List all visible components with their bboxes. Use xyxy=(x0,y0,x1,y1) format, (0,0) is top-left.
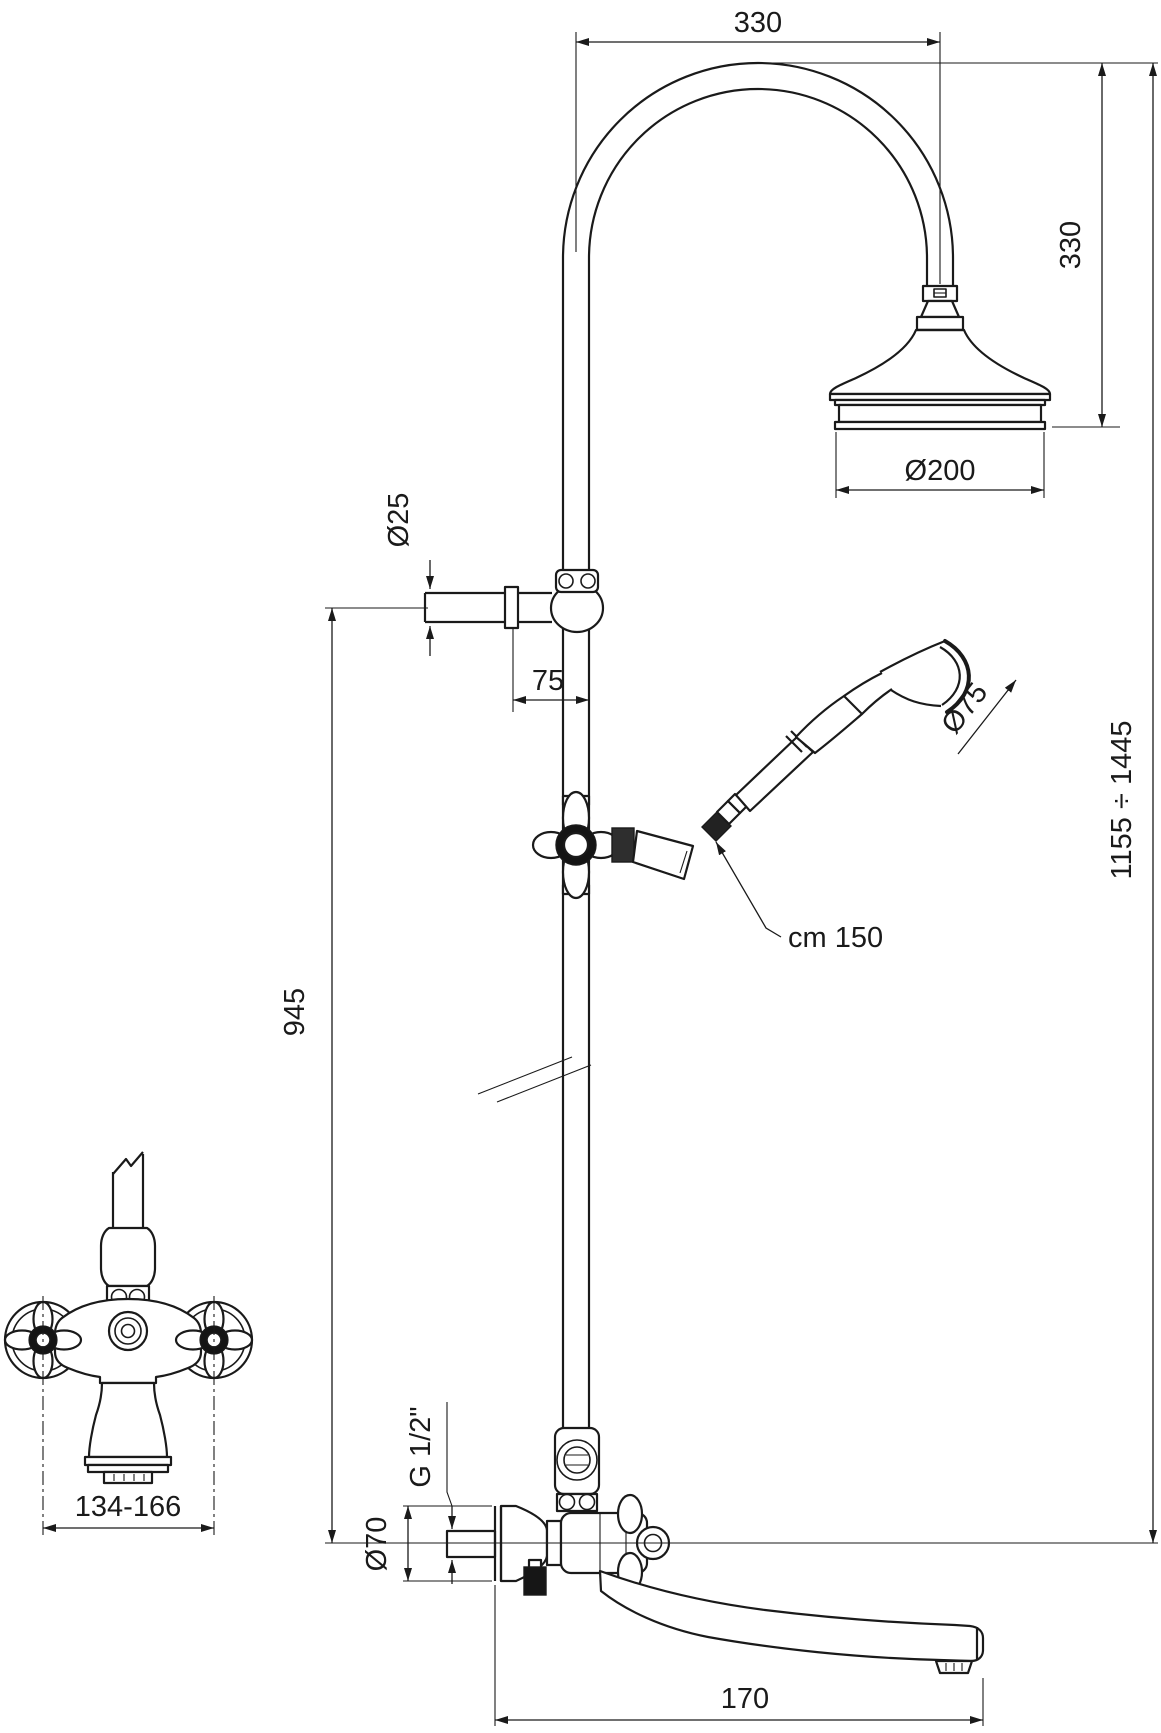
tub-spout xyxy=(598,1569,985,1663)
riser-pipe xyxy=(561,61,955,1432)
dim-bracket-offset: 75 xyxy=(532,665,564,697)
riser-coupling xyxy=(553,1426,601,1513)
dim-head-drop: 330 xyxy=(1055,221,1087,269)
diverter-knob xyxy=(523,1566,547,1596)
label-thread-size: G 1/2" xyxy=(405,1406,437,1487)
left-cross-handle xyxy=(3,1300,83,1380)
spout-bell-front xyxy=(87,1381,169,1459)
dim-riser-height: 945 xyxy=(279,988,311,1036)
mixer-front-view xyxy=(3,1151,254,1536)
dim-overall-height: 1155 ÷ 1445 xyxy=(1106,721,1138,880)
dim-head-diameter: Ø200 xyxy=(905,455,976,487)
dim-bracket-diameter: Ø25 xyxy=(383,493,415,548)
pipe-break-marks xyxy=(477,1056,592,1103)
thread-stub xyxy=(445,1529,497,1559)
wall-bracket xyxy=(423,568,605,634)
overhead-shower-head xyxy=(828,284,1052,431)
dim-handle-span: 134-166 xyxy=(75,1491,181,1523)
handshower-holder xyxy=(531,790,695,900)
dim-spout-reach: 170 xyxy=(721,1683,769,1715)
dim-handshower-diameter: Ø75 xyxy=(935,677,994,740)
knurled-nut xyxy=(611,827,635,863)
label-hose-length: cm 150 xyxy=(788,922,883,954)
hand-shower xyxy=(701,639,971,842)
handshower-cradle xyxy=(631,829,695,881)
dim-arm-projection: 330 xyxy=(734,7,782,39)
dim-escutcheon-diameter: Ø70 xyxy=(361,1517,393,1572)
mixer-side-view xyxy=(445,1493,985,1675)
dimensions: 330 330 1155 ÷ 1445 Ø200 Ø25 945 75 Ø75 … xyxy=(43,7,1158,1726)
